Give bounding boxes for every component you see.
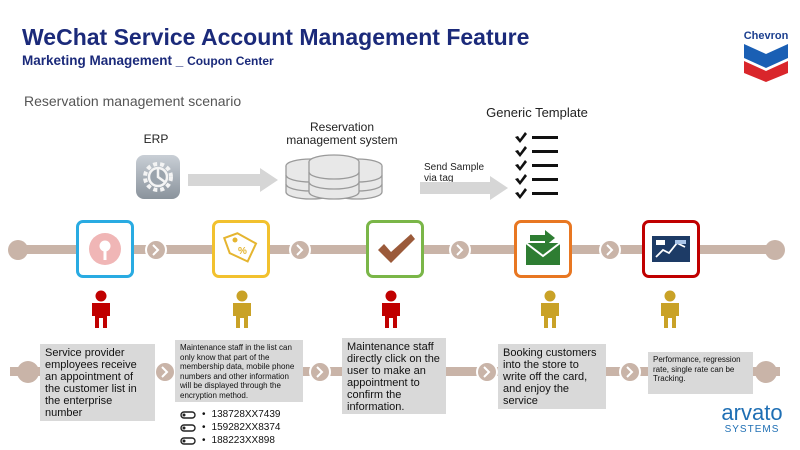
step-4-box xyxy=(514,220,572,278)
arvato-logo-subtext: SYSTEMS xyxy=(724,424,780,435)
step-4-description: Booking customers into the store to writ… xyxy=(498,344,606,409)
chevron-logo-text: Chevron xyxy=(743,30,789,42)
reservation-system-label: Reservation management system xyxy=(286,120,398,147)
masked-number-row: •188223XX898 xyxy=(180,434,280,447)
masked-number: 188223XX898 xyxy=(211,435,275,446)
erp-label: ERP xyxy=(143,132,169,146)
page-title: WeChat Service Account Management Featur… xyxy=(22,24,530,50)
person-icon-2 xyxy=(233,290,251,328)
person-icon-5 xyxy=(661,290,679,328)
step-2-box: % xyxy=(212,220,270,278)
masked-number-row: •159282XX8374 xyxy=(180,421,280,434)
database-icon xyxy=(285,154,383,200)
scenario-heading: Reservation management scenario xyxy=(24,93,242,109)
list-bullet-icon xyxy=(180,436,196,445)
masked-number: 138728XX7439 xyxy=(211,409,281,420)
list-bullet-icon xyxy=(180,423,196,432)
lollipop-icon xyxy=(89,233,121,265)
erp-gear-icon xyxy=(136,155,180,199)
person-icon-3 xyxy=(382,290,400,328)
subtitle-main: Marketing Management _ xyxy=(22,53,184,68)
step-2-description: Maintenance staff in the list can only k… xyxy=(175,340,303,402)
generic-template-label: Generic Template xyxy=(486,105,588,120)
step-3-description: Maintenance staff directly click on the … xyxy=(342,338,446,414)
step-3-box xyxy=(366,220,424,278)
person-icon-4 xyxy=(541,290,559,328)
step-5-box xyxy=(642,220,700,278)
checklist-icon xyxy=(515,132,558,199)
page-subtitle: Marketing Management _ Coupon Center xyxy=(22,53,274,68)
step-1-description: Service provider employees receive an ap… xyxy=(40,344,155,421)
person-icon-1 xyxy=(92,290,110,328)
chevron-emblem-icon xyxy=(744,44,788,82)
arvato-logo: arvato SYSTEMS xyxy=(712,400,792,436)
list-bullet-icon xyxy=(180,410,196,419)
masked-number-row: •138728XX7439 xyxy=(180,408,280,421)
svg-text:%: % xyxy=(238,246,247,257)
send-sample-label: Send Sample via tag xyxy=(424,162,485,184)
erp-to-db-arrow-icon xyxy=(188,168,278,192)
masked-number-list: •138728XX7439 •159282XX8374 •188223XX898 xyxy=(180,408,280,447)
mail-icon xyxy=(525,230,561,265)
masked-number: 159282XX8374 xyxy=(211,422,281,433)
chart-screen-icon xyxy=(652,236,690,262)
checkmark-icon xyxy=(378,234,415,263)
subtitle-sub: Coupon Center xyxy=(187,54,274,68)
price-tag-icon: % xyxy=(222,232,258,263)
chevron-logo: Chevron xyxy=(738,28,794,84)
arvato-logo-text: arvato xyxy=(721,400,783,425)
db-to-template-arrow-icon xyxy=(420,176,508,200)
step-5-description: Performance, regression rate, single rat… xyxy=(648,352,753,394)
step-1-box xyxy=(76,220,134,278)
